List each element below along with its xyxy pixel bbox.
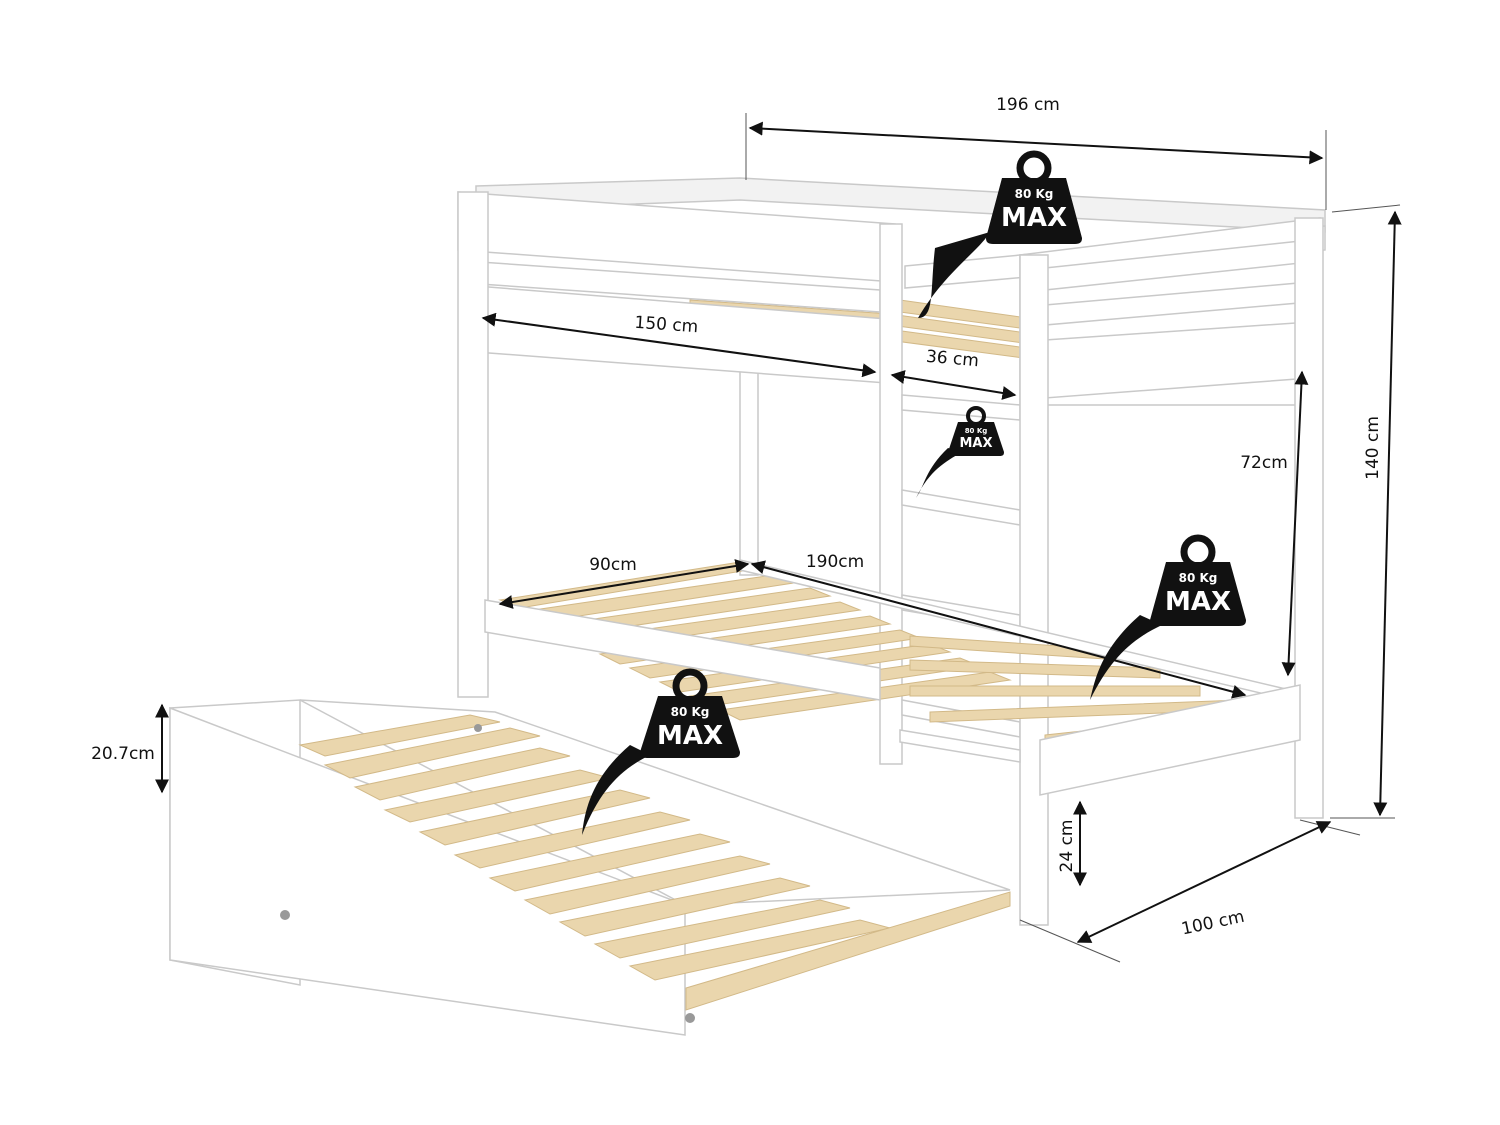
dim-line-90 — [498, 559, 750, 609]
dim-line-36 — [890, 370, 1017, 400]
dim-line-150 — [481, 312, 877, 378]
weight-icon — [1150, 562, 1246, 626]
ladder-top-rung — [901, 394, 1021, 421]
label-total-length: 196 cm — [996, 95, 1060, 115]
dimension-lines — [155, 113, 1402, 963]
label-floor-clearance: 24 cm — [1057, 820, 1077, 873]
lower-end-rail — [1039, 684, 1301, 796]
badge-lower-line2: MAX — [1165, 587, 1231, 617]
dim-line-140 — [1373, 210, 1402, 817]
trundle-front-panel — [169, 706, 686, 1036]
back-left-post — [739, 369, 759, 576]
badge-trundle-line2: MAX — [657, 721, 723, 751]
weight-icon — [640, 696, 740, 758]
lower-ladder-rail — [899, 729, 1021, 763]
load-badge-upper: 80 Kg MAX — [918, 150, 1082, 318]
label-total-height: 140 cm — [1363, 416, 1383, 480]
load-badge-trundle: 80 Kg MAX — [582, 668, 740, 835]
caster-wheel — [685, 1013, 695, 1023]
trundle — [169, 699, 1011, 1036]
label-trundle-height: 20.7cm — [91, 744, 155, 764]
ladder-left-rail — [879, 223, 903, 765]
dim-line-196 — [748, 121, 1324, 165]
front-left-post — [457, 191, 489, 698]
weight-icon — [986, 178, 1082, 244]
label-total-depth: 100 cm — [1180, 907, 1247, 940]
badge-upper-line1: 80 Kg — [1015, 187, 1054, 201]
dim-line-72 — [1281, 370, 1309, 677]
caster-wheel — [280, 910, 290, 920]
label-ladder-opening: 36 cm — [925, 347, 979, 372]
weight-handle-icon — [1016, 150, 1052, 186]
label-bunk-clearance: 72cm — [1240, 453, 1288, 473]
load-badge-ladder: 80 Kg MAX — [916, 406, 1004, 498]
weight-icon — [948, 422, 1004, 456]
caster-wheel — [474, 724, 482, 732]
label-guard-rail-length: 150 cm — [634, 313, 699, 337]
badge-lower-line1: 80 Kg — [1179, 571, 1218, 585]
label-mattress-width: 90cm — [589, 555, 637, 575]
ladder-rung-1 — [901, 489, 1021, 526]
pointer-tail — [918, 232, 990, 318]
weight-handle-icon — [1180, 534, 1216, 570]
front-right-post — [1019, 254, 1049, 926]
badge-trundle-line1: 80 Kg — [671, 705, 710, 719]
dim-line-100 — [1076, 821, 1332, 943]
badge-ladder-line2: MAX — [959, 436, 992, 451]
dim-line-190 — [750, 560, 1247, 699]
badge-ladder-line1: 80 Kg — [965, 427, 988, 435]
load-badge-lower: 80 Kg MAX — [1090, 534, 1246, 700]
label-mattress-length: 190cm — [806, 552, 864, 572]
badge-upper-line2: MAX — [1001, 203, 1067, 233]
